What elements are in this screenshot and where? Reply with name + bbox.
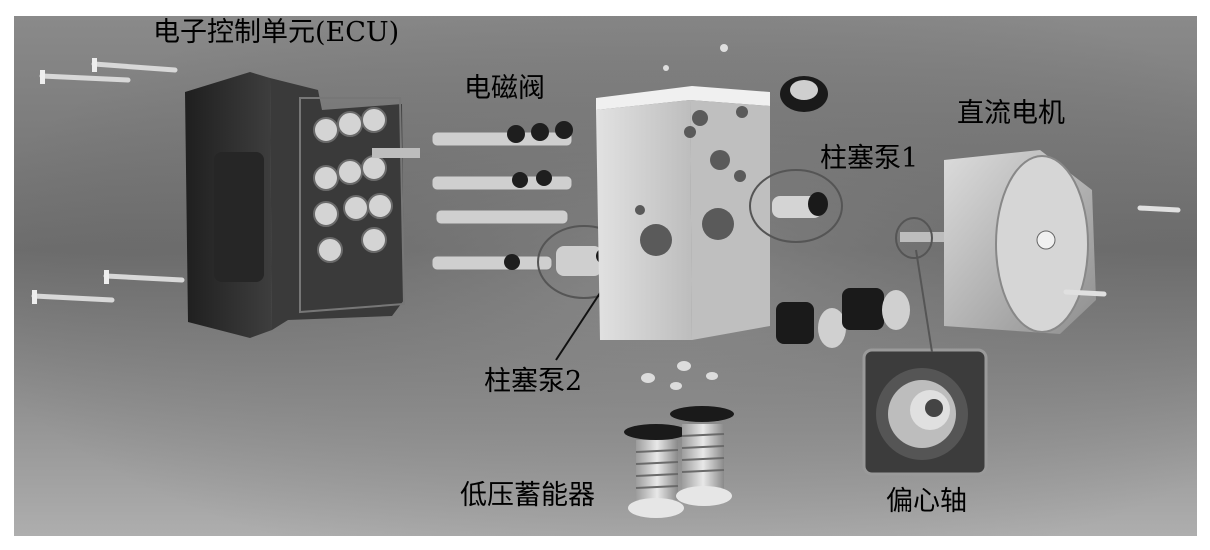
dc-motor-label: 直流电机 (957, 98, 1065, 129)
plunger-pump-1-highlight (749, 169, 843, 243)
ecu-unit (185, 72, 420, 338)
low-pressure-accumulators (624, 406, 734, 518)
bolts-left (31, 61, 185, 303)
pump-2-leader-line (555, 289, 603, 361)
cap-top (780, 76, 828, 112)
ecu-label: 电子控制单元(ECU) (153, 17, 400, 48)
pump-parts-lower (776, 288, 910, 348)
plunger-pump-1-label: 柱塞泵1 (820, 143, 919, 174)
dc-motor (895, 150, 1096, 334)
low-pressure-accumulator-label: 低压蓄能器 (460, 480, 595, 511)
solenoid-valve-label: 电磁阀 (464, 73, 545, 104)
hydraulic-valve-block (596, 86, 770, 340)
eccentric-shaft-label: 偏心轴 (886, 486, 967, 517)
plunger-pump-2-label: 柱塞泵2 (484, 366, 583, 397)
eccentric-shaft-inset (862, 348, 988, 476)
solenoid-valves (431, 121, 573, 271)
